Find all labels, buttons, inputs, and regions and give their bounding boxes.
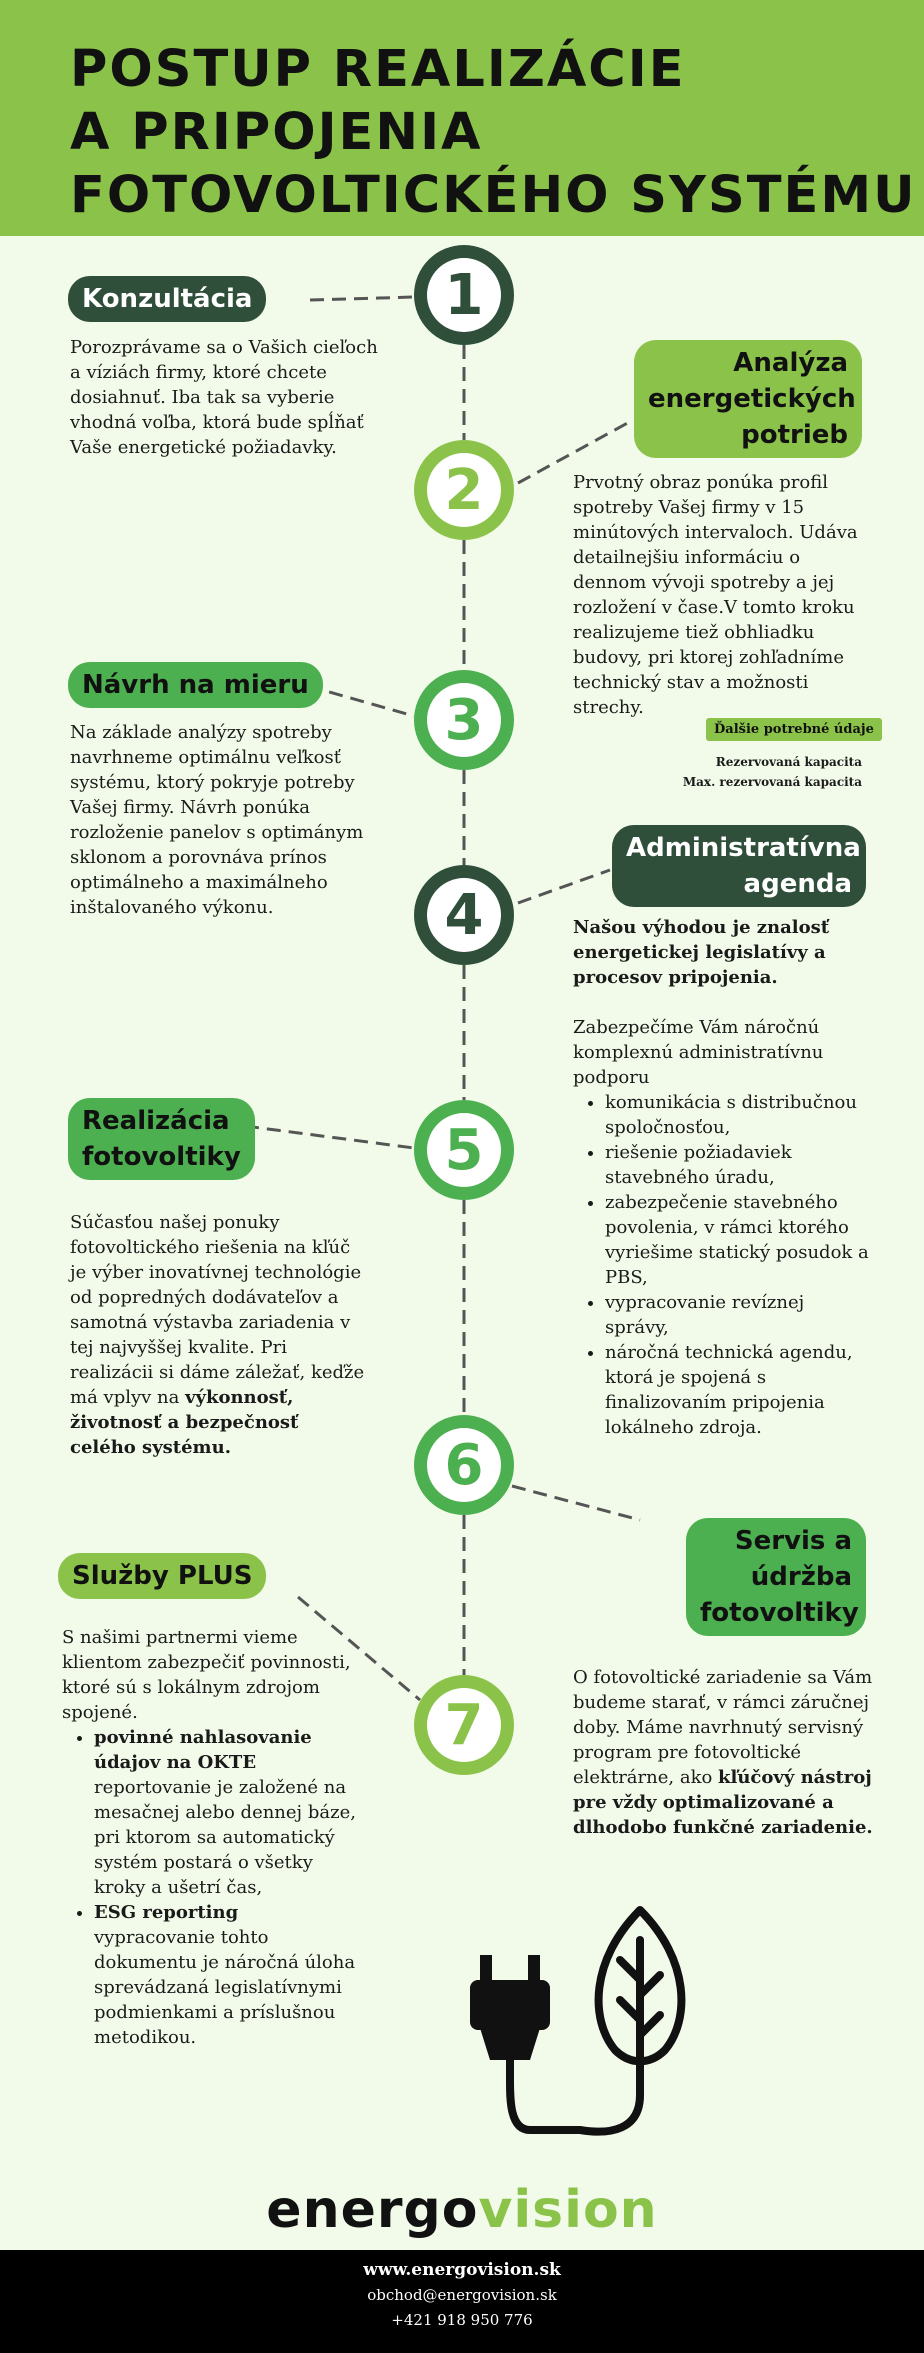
step-6-circle: 6: [414, 1415, 514, 1515]
step-5-label: Realizácia fotovoltiky: [68, 1098, 255, 1180]
step-2-label: Analýza energetických potrieb: [634, 340, 862, 458]
step-4-label: Administratívna agenda: [612, 825, 866, 907]
footer-phone: +421 918 950 776: [391, 2311, 533, 2329]
step-4-list: komunikácia s distribučnou spoločnosťou,…: [573, 1090, 873, 1440]
step-3-text: Na základe analýzy spotreby navrhneme op…: [70, 722, 364, 918]
step-2-text: Prvotný obraz ponúka profil spotreby Vaš…: [573, 472, 858, 718]
step-2-circle: 2: [414, 440, 514, 540]
list-item: komunikácia s distribučnou spoločnosťou,: [605, 1090, 873, 1140]
step-1-text: Porozprávame sa o Vašich cieľoch a víziá…: [70, 337, 378, 458]
step-3-circle: 3: [414, 670, 514, 770]
footer-web-link[interactable]: www.energovision.sk: [363, 2260, 561, 2280]
step-6-text: O fotovoltické zariadenie sa Vám budeme …: [573, 1667, 873, 1838]
step-5-text: Súčasťou našej ponuky fotovoltického rie…: [70, 1212, 365, 1458]
step-7-label: Služby PLUS: [58, 1553, 267, 1599]
step-6-label: Servis a údržba fotovoltiky: [686, 1518, 866, 1636]
footer-email-link[interactable]: obchod@energovision.sk: [367, 2286, 557, 2304]
company-logo: energovision: [266, 2180, 658, 2240]
timeline-connectors: [244, 295, 641, 1702]
list-item: povinné nahlasovanie údajov na OKTE repo…: [94, 1725, 362, 1900]
list-item: vypracovanie revíznej správy,: [605, 1290, 873, 1340]
step-1-label: Konzultácia: [68, 276, 267, 322]
page-title: POSTUP REALIZÁCIE A PRIPOJENIA FOTOVOLTI…: [70, 40, 917, 225]
step-7-circle: 7: [414, 1675, 514, 1775]
step-4-circle: 4: [414, 865, 514, 965]
step-2-badge: Ďalšie potrebné údaje: [706, 718, 882, 741]
list-item: zabezpečenie stavebného povolenia, v rám…: [605, 1190, 873, 1290]
step-2-extra-2: Max. rezervovaná kapacita: [682, 775, 862, 789]
step-3-label: Návrh na mieru: [68, 662, 323, 708]
step-2-extra-1: Rezervovaná kapacita: [715, 755, 862, 769]
step-7-list: povinné nahlasovanie údajov na OKTE repo…: [62, 1725, 362, 2050]
list-item: náročná technická agendu, ktorá je spoje…: [605, 1340, 873, 1440]
step-4-intro: Našou výhodou je znalosť energetickej le…: [573, 917, 830, 988]
step-4-text: Našou výhodou je znalosť energetickej le…: [573, 915, 873, 1440]
list-item: ESG reporting vypracovanie tohto dokumen…: [94, 1900, 362, 2050]
step-5-circle: 5: [414, 1100, 514, 1200]
plug-leaf-icon: [470, 1906, 686, 2136]
header-banner: POSTUP REALIZÁCIE A PRIPOJENIA FOTOVOLTI…: [0, 0, 924, 236]
step-7-text: S našimi partnermi vieme klientom zabezp…: [62, 1625, 362, 2050]
step-1-circle: 1: [414, 245, 514, 345]
step-4-desc: Zabezpečíme Vám náročnú komplexnú admini…: [573, 1017, 824, 1088]
list-item: riešenie požiadaviek stavebného úradu,: [605, 1140, 873, 1190]
footer: www.energovision.sk obchod@energovision.…: [0, 2250, 924, 2353]
